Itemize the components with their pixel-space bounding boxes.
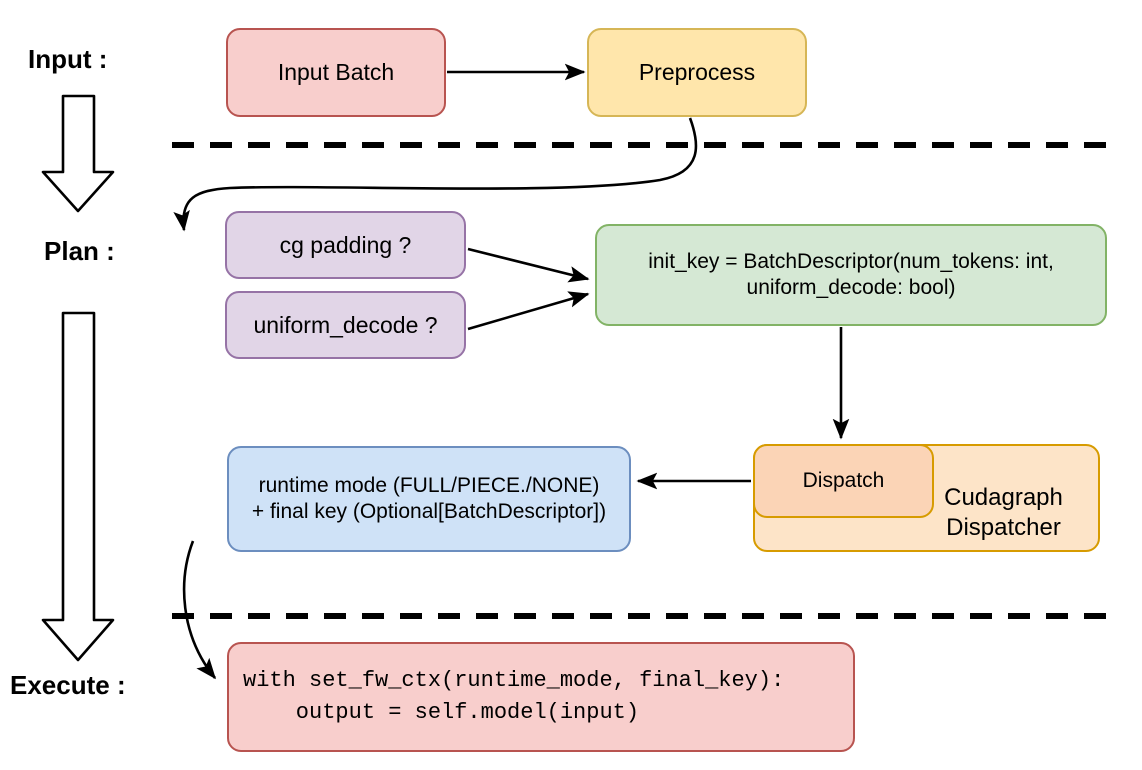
node-uniform-decode-label: uniform_decode ?	[253, 311, 438, 338]
node-preprocess-label: Preprocess	[638, 59, 756, 86]
node-input-batch-label: Input Batch	[277, 59, 395, 86]
stage-label-plan: Plan :	[44, 236, 115, 266]
stage-arrow-plan-to-execute	[41, 311, 115, 662]
node-cudagraph-dispatcher-line-1: Cudagraph	[944, 484, 1063, 512]
node-init-key-line-1: init_key = BatchDescriptor(num_tokens: i…	[648, 250, 1054, 274]
node-init-key-line-2: uniform_decode: bool)	[746, 276, 956, 299]
node-runtime-mode-line-2: + final key (Optional[BatchDescriptor])	[251, 500, 607, 523]
node-uniform-decode[interactable]: uniform_decode ?	[225, 291, 466, 359]
edge-uniform-decode-to-init-key	[467, 291, 590, 331]
node-init-key[interactable]: init_key = BatchDescriptor(num_tokens: i…	[595, 224, 1107, 326]
node-runtime-mode-line-1: runtime mode (FULL/PIECE./NONE)	[258, 474, 600, 498]
node-execute-code[interactable]: with set_fw_ctx(runtime_mode, final_key)…	[227, 642, 855, 752]
node-cudagraph-dispatcher-line-2: Dispatcher	[946, 513, 1061, 541]
edge-runtime-mode-to-code	[182, 540, 217, 680]
node-preprocess[interactable]: Preprocess	[587, 28, 807, 117]
edge-cg-padding-to-init-key	[467, 247, 590, 283]
node-dispatch-label: Dispatch	[802, 469, 885, 493]
stage-label-input: Input :	[28, 44, 108, 74]
node-cg-padding-label: cg padding ?	[279, 231, 412, 258]
code-line-2: output = self.model(input)	[243, 700, 640, 725]
node-runtime-mode[interactable]: runtime mode (FULL/PIECE./NONE) + final …	[227, 446, 631, 552]
node-cg-padding[interactable]: cg padding ?	[225, 211, 466, 279]
stage-arrow-input-to-plan	[41, 94, 115, 213]
stage-label-execute: Execute :	[10, 670, 126, 700]
code-line-1: with set_fw_ctx(runtime_mode, final_key)…	[243, 668, 785, 694]
node-dispatch[interactable]: Dispatch	[753, 444, 934, 518]
node-input-batch[interactable]: Input Batch	[226, 28, 446, 117]
